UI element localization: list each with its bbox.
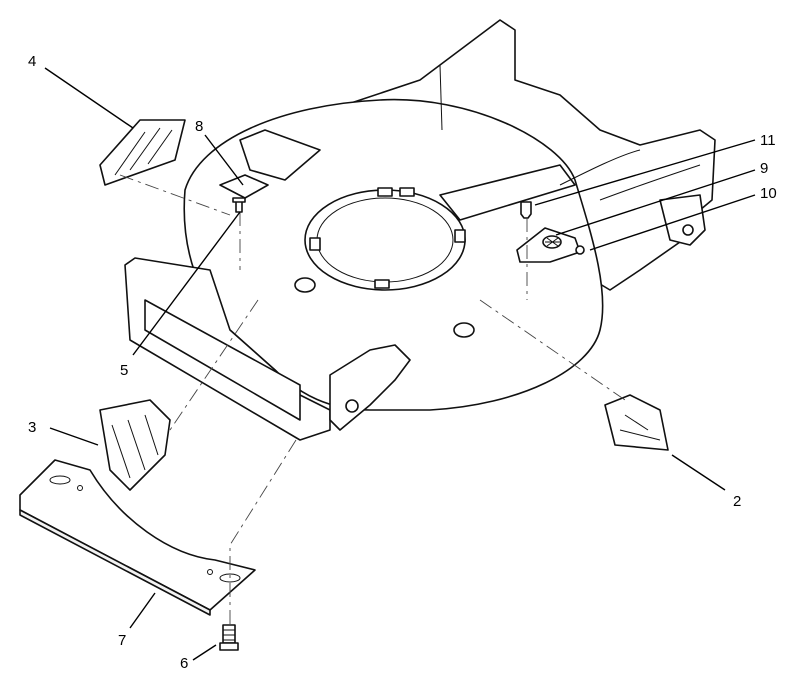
bolt-6-threads — [223, 629, 235, 641]
callout-11: 11 — [760, 132, 776, 149]
screw-5-head — [232, 197, 246, 203]
callout-7: 7 — [118, 632, 126, 649]
part-2-discharge-baffle — [604, 394, 669, 451]
rear-cable-2 — [599, 164, 701, 201]
ring-tab — [454, 229, 466, 243]
centerline-2 — [479, 299, 626, 401]
centerline-4 — [119, 174, 231, 216]
rail-slot — [219, 573, 241, 583]
leader-11 — [534, 139, 756, 206]
deck-hub-right — [453, 322, 475, 338]
part-7-front-rail — [19, 459, 256, 616]
rail-slot — [49, 475, 71, 485]
ring-tab — [399, 187, 415, 197]
part-4-rear-baffle — [99, 119, 186, 186]
rail-hole — [77, 485, 83, 491]
leader-6 — [192, 644, 217, 661]
baffle-4-ribs — [114, 127, 173, 176]
callout-6: 6 — [180, 655, 188, 672]
deck-front-lip — [144, 299, 301, 421]
assembly-centerlines — [119, 174, 626, 625]
rail-7-top — [19, 459, 256, 611]
part-3-side-baffle — [99, 399, 171, 491]
callout-2: 2 — [733, 493, 741, 510]
leader-lines — [44, 67, 756, 661]
leader-5 — [132, 211, 241, 356]
bracket-bolt — [345, 399, 359, 413]
ring-tab — [309, 237, 321, 251]
bolt-6-head — [219, 642, 239, 651]
leader-3 — [49, 427, 99, 446]
deck-center-ring — [304, 189, 466, 291]
deck-hub-left — [294, 277, 316, 293]
ring-tab — [374, 279, 390, 289]
callout-5: 5 — [120, 362, 128, 379]
pivot-rod-end — [575, 245, 585, 255]
rear-right-bracket — [659, 194, 706, 246]
mower-deck — [124, 19, 716, 441]
deck-top-flap — [239, 129, 321, 181]
part-5-screw — [232, 197, 246, 213]
callout-9: 9 — [760, 160, 768, 177]
screw-11 — [520, 201, 532, 219]
rear-bracket-hole — [682, 224, 694, 236]
rail-hole — [207, 569, 213, 575]
callout-10: 10 — [760, 185, 777, 202]
rail-7-edge — [19, 509, 211, 616]
baffle-3-body — [99, 399, 171, 491]
part-8-plate — [219, 174, 269, 199]
leader-8 — [204, 134, 244, 186]
ring-tab — [377, 187, 393, 197]
callout-8: 8 — [195, 118, 203, 135]
leader-10 — [589, 194, 756, 251]
leader-7 — [129, 592, 156, 629]
leader-4 — [44, 67, 134, 129]
leader-2 — [671, 454, 726, 491]
baffle-2-ribs — [619, 414, 661, 441]
part-6-bolt — [219, 624, 239, 651]
deck-rear-seam — [439, 64, 443, 131]
deck-rib — [439, 164, 576, 221]
callout-3: 3 — [28, 419, 36, 436]
callout-labels: 4 8 11 9 10 5 3 2 7 6 — [28, 53, 777, 672]
spring-coils — [545, 237, 560, 247]
callout-4: 4 — [28, 53, 36, 70]
leader-9 — [555, 169, 756, 236]
baffle-3-ribs — [111, 414, 159, 479]
rear-cable — [559, 149, 641, 186]
centerline-6 — [229, 439, 297, 625]
pivot-bracket-assembly — [516, 201, 585, 263]
